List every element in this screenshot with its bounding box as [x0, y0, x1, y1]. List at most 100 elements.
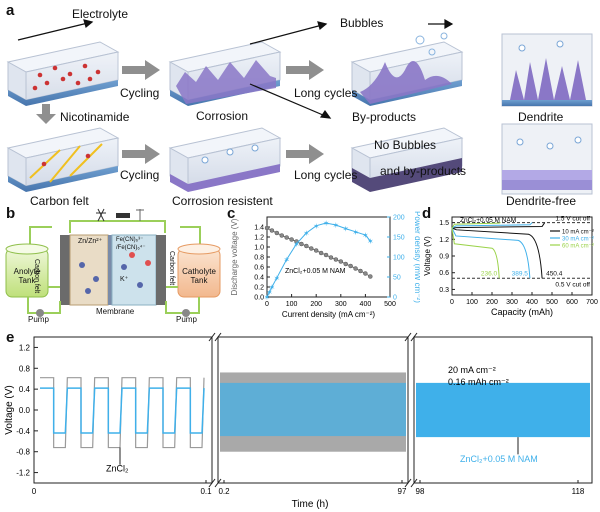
anolyte-tank — [5, 243, 49, 298]
chart-d-ytick-label: 0.6 — [439, 270, 449, 277]
chart-c-power-point: ✶ — [362, 231, 369, 240]
chart-c-power-point: ✶ — [333, 221, 340, 230]
chart-c-voltage-point — [309, 246, 314, 251]
label-k-ion: K⁺ — [120, 276, 129, 283]
panel-b: b — [0, 205, 225, 325]
box-electrolyte — [6, 41, 120, 106]
chart-c-voltage-point — [343, 261, 348, 267]
chart-c-ytick-label: 0.0 — [254, 295, 264, 302]
chart-d-discharge-curve — [451, 227, 531, 279]
chart-e-series-zncl2-start — [40, 377, 205, 449]
chart-d-legend-label: 60 mA cm⁻² — [562, 243, 594, 249]
chart-c-ytick-label: 1.0 — [254, 245, 264, 252]
chart-e-series-zncl2-label: ZnCl₂ — [106, 464, 129, 474]
chart-d-xtick-label: 600 — [566, 299, 578, 306]
chart-c-y2label: Power density (mW cm⁻²) — [413, 211, 420, 303]
chart-c-voltage-point — [333, 257, 339, 262]
chart-c-power-point: ✶ — [293, 240, 300, 249]
box-dendrite-free — [501, 123, 593, 195]
chart-e-frame-segment — [413, 336, 593, 484]
panel-letter-e: e — [6, 329, 15, 346]
chart-d-ylabel: Voltage (V) — [423, 236, 432, 276]
chart-d-cutoff-low-label: 0.5 V cut off — [555, 281, 590, 288]
chart-c-xtick-label: 300 — [335, 301, 347, 308]
label-fe-couple-2: /Fe(CN)₆⁴⁻ — [116, 245, 146, 251]
chart-c-voltage-point — [323, 252, 329, 258]
chart-d-charge-curve — [451, 222, 546, 229]
tower-icon — [96, 208, 106, 222]
chart-e-frame-segment — [217, 336, 409, 484]
chart-d-charge-curve — [451, 222, 533, 229]
chart-e-axis-break — [208, 478, 216, 488]
chart-e-series-nam-start — [40, 387, 205, 434]
chart-c-voltage-point — [358, 268, 363, 274]
chart-c-xtick-label: 500 — [384, 301, 396, 308]
chart-d-charge-curve — [451, 222, 501, 229]
catholyte-tank — [177, 243, 221, 298]
box-carbon-felt — [6, 127, 120, 192]
chart-c-voltage-point — [353, 266, 358, 271]
wind-turbine-icon — [136, 209, 144, 221]
chart-e-axis-break — [410, 332, 418, 342]
chart-d-ytick-label: 1.5 — [439, 220, 449, 227]
chart-e-axis-break — [404, 332, 412, 342]
chart-d-title: ZnCl₂+0.05 M NAM — [460, 217, 516, 224]
chart-c-xtick-label: 200 — [310, 301, 322, 308]
chart-d-xlabel: Capacity (mAh) — [491, 307, 553, 317]
label-carbon-felt-left: Carbon felt — [33, 259, 40, 294]
label-by-products: By-products — [352, 110, 417, 124]
panel-a-illustrations — [6, 18, 593, 195]
chart-c-power-line — [266, 222, 371, 298]
label-dendrite-free: Dendrite-free — [506, 194, 577, 208]
panel-a: a — [0, 0, 600, 208]
chart-c-voltage-point — [274, 230, 280, 236]
chart-d-xtick-label: 100 — [466, 299, 478, 306]
label-pump-left: Pump — [28, 315, 49, 324]
chart-c-voltage-point — [264, 225, 270, 231]
label-carbon-felt-right: Carbon felt — [168, 251, 175, 286]
chart-c-xtick-label: 0 — [265, 301, 269, 308]
chart-c-xtick-label: 100 — [286, 301, 298, 308]
chart-e-annotation-capacity: 0.16 mAh cm⁻² — [448, 377, 509, 387]
chart-d-discharge-curve — [451, 227, 543, 279]
chart-c-voltage-point — [269, 228, 275, 233]
chart-d-xtick-label: 200 — [486, 299, 498, 306]
chart-d-end-label: 450.4 — [546, 270, 563, 277]
thin-arrows — [17, 18, 454, 119]
pump-left-icon — [36, 309, 44, 317]
chart-c-power-point: ✶ — [313, 222, 320, 231]
label-cycling-top: Cycling — [120, 86, 160, 100]
chart-d-xtick-label: 400 — [526, 299, 538, 306]
chart-e-series-nam-label: ZnCl₂+0.05 M NAM — [460, 454, 538, 464]
chart-d-xtick-label: 500 — [546, 299, 558, 306]
chart-c-voltage-point — [328, 255, 334, 260]
chart-d-discharge-curve — [451, 228, 500, 279]
chart-e-frame-segment — [33, 336, 213, 484]
chart-c-voltage-point — [338, 259, 344, 264]
chart-e-ytick-label: -0.8 — [16, 448, 30, 457]
panel-letter-a: a — [6, 2, 15, 19]
chart-e-ylabel: Voltage (V) — [4, 385, 15, 434]
chart-c-ytick-label: 0.2 — [254, 285, 264, 292]
label-nicotinamide: Nicotinamide — [60, 110, 130, 124]
chart-e-ytick-label: -0.4 — [16, 427, 30, 436]
box-corrosion — [168, 41, 282, 106]
box-dendrite — [501, 33, 593, 107]
chart-c-xtick-label: 400 — [360, 301, 372, 308]
label-long-cycles-bottom: Long cycles — [294, 168, 358, 182]
label-anolyte-tank: Anolyte Tank — [13, 267, 41, 285]
chart-e-xtick-label: 0.2 — [218, 487, 230, 496]
label-fe-couple-1: Fe(CN)₆³⁻ — [116, 237, 144, 243]
car-icon — [116, 213, 130, 218]
pump-right-icon — [182, 309, 190, 317]
chart-c-ylabel: Discharge voltage (V) — [230, 218, 239, 295]
chart-c-y2tick-label: 200 — [393, 215, 405, 222]
label-bubbles: Bubbles — [340, 16, 384, 30]
chart-c-voltage-point — [284, 235, 289, 240]
chart-c-power-point: ✶ — [303, 229, 310, 238]
chart-e-ytick-label: 1.2 — [19, 343, 31, 352]
label-and-by-products: and by-products — [380, 164, 467, 178]
chart-c-voltage-point — [318, 250, 324, 256]
